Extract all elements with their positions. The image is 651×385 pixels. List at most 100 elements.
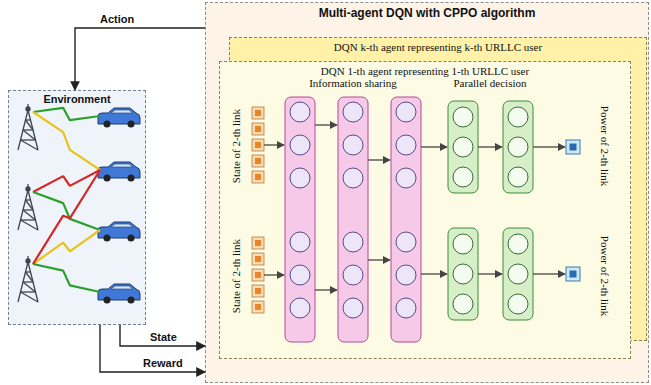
layer-arrow [533,273,565,274]
neuron [453,107,473,127]
tower-brace [21,140,39,150]
layer-arrow [421,146,447,147]
flow-arrow [75,28,205,90]
section-label: Information sharing [309,77,397,89]
layer-arrow [421,273,447,274]
car-window [111,110,133,113]
neuron [453,167,473,187]
car-body [98,222,140,238]
neuron [396,135,416,155]
input-square [252,253,264,265]
tower-leg [18,110,38,150]
tower-head [26,107,30,111]
tower-brace [26,272,34,282]
box-title: Environment [9,93,145,105]
input-label: State of 2-th link [230,239,242,313]
input-square [252,171,264,183]
car-wheel [128,175,135,182]
input-square [252,237,264,249]
layer-arrow [315,124,337,125]
input-label: State of 2-th link [230,109,242,183]
sharing-layer [285,97,315,342]
tower-bar [21,139,36,140]
input-dot [255,142,261,148]
neuron [396,265,416,285]
neuron [508,234,528,254]
wireless-link [33,192,100,230]
neuron [508,264,528,284]
neuron [453,137,473,157]
neuron [290,265,310,285]
wireless-link [33,264,100,292]
neuron [343,102,363,122]
sharing-layer [338,97,368,342]
neuron [343,265,363,285]
car-wheel [104,175,111,182]
layer-arrow [533,146,565,147]
car-window [111,224,133,227]
car-symbol [98,284,140,304]
car-wheel [104,297,111,304]
output-dot [570,144,577,151]
car-body [98,162,140,178]
input-dot [255,256,261,262]
tower-brace [21,220,39,230]
tower-brace [23,210,36,220]
layer-arrow [264,274,284,275]
input-dot [255,174,261,180]
input-square [252,139,264,151]
input-square [252,155,264,167]
car-wheel [128,121,135,128]
layer-arrow [478,273,502,274]
neuron [396,298,416,318]
neuron [290,232,310,252]
output-label: Power of 2-th link [599,106,611,186]
car-window [111,164,133,167]
neuron [453,234,473,254]
box-title: DQN k-th agent representing k-th URLLC u… [230,41,646,53]
car-body [98,284,140,300]
layer-arrow [264,144,284,145]
output-square [566,140,580,154]
input-dot [255,272,261,278]
neuron [508,107,528,127]
edge-label: Reward [143,357,183,369]
tower-bar [21,219,36,220]
output-square [566,267,580,281]
neuron [343,135,363,155]
car-symbol [98,162,140,182]
neuron [290,135,310,155]
neuron [396,102,416,122]
tower-leg [18,262,38,302]
neuron [290,102,310,122]
layer-arrow [315,289,337,290]
input-square [252,107,264,119]
neuron [453,294,473,314]
input-dot [255,158,261,164]
car-wheel [128,235,135,242]
output-dot [570,271,577,278]
framework-box: Multi-agent DQN with CPPO algorithmDQN k… [205,2,649,383]
wireless-link [33,170,100,192]
car-wheel [104,121,111,128]
box-title: DQN 1-th agent representing 1-th URLLC u… [220,65,630,77]
decision-layer [448,101,478,193]
neuron [290,168,310,188]
neuron [396,168,416,188]
input-square [252,301,264,313]
decision-layer [503,101,533,193]
input-square [252,285,264,297]
neuron [508,294,528,314]
decision-layer [448,228,478,320]
tower-bar [21,291,36,292]
wireless-link [33,112,100,170]
flow-arrow [120,325,205,346]
neuron [508,137,528,157]
edge-label: Action [100,13,134,25]
car-symbol [98,108,140,128]
layer-arrow [368,159,390,160]
neuron [290,298,310,318]
neuron [343,298,363,318]
tower-brace [23,130,36,140]
